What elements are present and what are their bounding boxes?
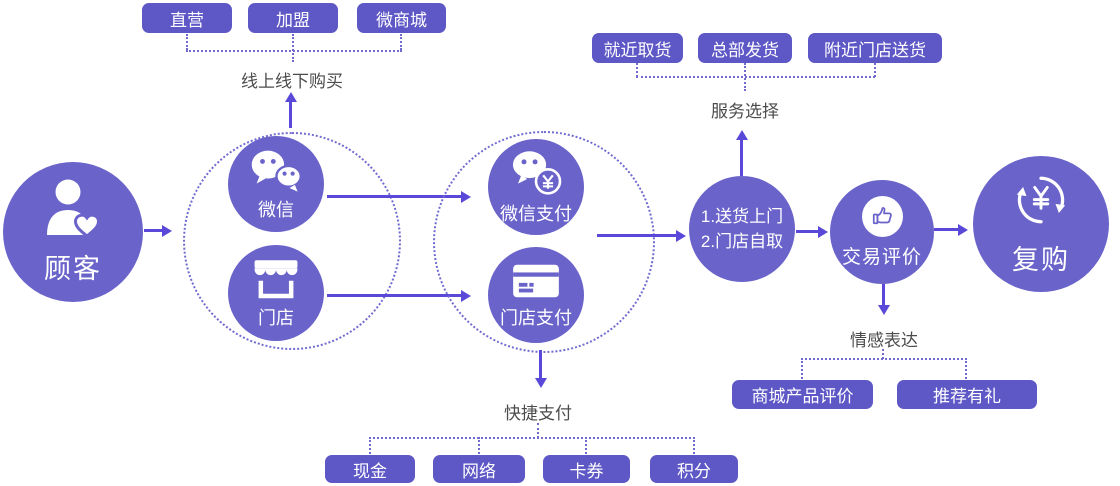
payment-box-online: 网络 [433, 455, 525, 483]
connector-service-horizontal [636, 76, 875, 78]
arrow-service-head [736, 130, 748, 140]
payment-box-cash: 现金 [325, 455, 415, 483]
connector-service-left [636, 63, 638, 77]
channel-box-direct-sales: 直营 [142, 3, 232, 33]
service-box-hq-shipping: 总部发货 [698, 33, 792, 63]
connector-service-right [874, 63, 876, 77]
delivery-options-node: 1.送货上门 2.门店自取 [689, 176, 795, 282]
customer-node: 顾客 [3, 162, 143, 302]
payment-box-cash-label: 现金 [353, 461, 387, 481]
arrow-review-to-repurchase-shaft [934, 228, 958, 231]
channel-box-franchise: 加盟 [248, 3, 338, 33]
wechat-pay-icon [509, 149, 563, 202]
delivery-option-line2: 2.门店自取 [700, 232, 784, 251]
arrow-pay-to-delivery-head [676, 230, 686, 242]
feedback-box-product-review: 商城产品评价 [732, 380, 873, 409]
arrow-channels-head [285, 92, 297, 102]
customer-node-label: 顾客 [44, 254, 102, 284]
connector-payment-1 [369, 437, 371, 454]
bank-card-icon [510, 261, 562, 306]
caption-service-selection: 服务选择 [711, 102, 779, 121]
connector-payment-3 [585, 437, 587, 454]
payment-box-points: 积分 [650, 455, 738, 483]
connector-emotion-left [801, 358, 803, 379]
payment-group-outline [433, 131, 655, 353]
feedback-box-referral-reward-label: 推荐有礼 [933, 387, 1001, 406]
thumbs-up-icon [861, 195, 903, 237]
connector-emotion-horizontal [801, 358, 967, 360]
channel-box-franchise-label: 加盟 [276, 10, 310, 30]
delivery-option-line1: 1.送货上门 [700, 206, 784, 226]
payment-box-online-label: 网络 [462, 461, 496, 481]
wechat-node-label: 微信 [258, 200, 294, 221]
arrow-customer-head [162, 225, 172, 237]
arrow-delivery-to-review-shaft [796, 230, 818, 233]
service-box-nearby-store-delivery: 附近门店送货 [808, 33, 942, 63]
feedback-box-referral-reward: 推荐有礼 [897, 380, 1037, 409]
caption-quick-payment: 快捷支付 [504, 404, 572, 423]
connector-payment-top [537, 423, 539, 438]
person-heart-icon [40, 178, 106, 243]
repurchase-node: 复购 [973, 156, 1109, 292]
arrow-customer-shaft [144, 229, 162, 232]
connector-payment-4 [693, 437, 695, 454]
arrow-quick-payment-head [535, 378, 547, 388]
arrow-delivery-to-review-head [818, 226, 828, 238]
arrow-pay-to-delivery-shaft [597, 234, 676, 237]
arrow-store-to-pay-shaft [327, 294, 461, 297]
arrow-emotion-shaft [882, 284, 885, 306]
caption-online-offline-purchase: 线上线下购买 [241, 72, 343, 91]
store-pay-node-label: 门店支付 [500, 308, 572, 329]
wechat-icon [249, 147, 303, 198]
store-node: 门店 [228, 245, 324, 341]
payment-box-points-label: 积分 [677, 461, 711, 481]
channel-box-micro-mall-label: 微商城 [376, 10, 427, 30]
service-box-nearby-pickup: 就近取货 [592, 33, 683, 63]
connector-channels-right [400, 34, 402, 50]
wechat-pay-node-label: 微信支付 [500, 204, 572, 225]
arrow-emotion-head [878, 305, 890, 315]
arrow-review-to-repurchase-head [958, 224, 968, 236]
payment-box-card-coupon: 卡券 [543, 455, 630, 483]
connector-channels-middle [292, 34, 294, 62]
arrow-service-shaft [740, 139, 743, 176]
arrow-channels-shaft [289, 101, 292, 128]
caption-emotion-expression: 情感表达 [850, 331, 918, 350]
connector-channels-horizontal [186, 50, 402, 52]
review-node: 交易评价 [830, 180, 934, 284]
arrow-wechat-to-pay-shaft [327, 195, 461, 198]
service-box-nearby-store-delivery-label: 附近门店送货 [824, 40, 926, 60]
connector-channels-left [186, 34, 188, 50]
repurchase-node-label: 复购 [1012, 245, 1070, 275]
feedback-box-product-review-label: 商城产品评价 [751, 387, 854, 406]
refresh-yen-icon [1012, 171, 1070, 234]
service-box-hq-shipping-label: 总部发货 [711, 40, 779, 60]
connector-emotion-top [882, 349, 884, 359]
wechat-node: 微信 [228, 136, 324, 232]
wechat-pay-node: 微信支付 [488, 139, 584, 235]
channel-box-direct-sales-label: 直营 [170, 10, 204, 30]
connector-emotion-right [965, 358, 967, 379]
review-node-label: 交易评价 [841, 246, 922, 268]
store-pay-node: 门店支付 [488, 247, 584, 343]
channel-group-outline [183, 132, 401, 350]
storefront-icon [251, 257, 301, 306]
connector-payment-2 [478, 437, 480, 454]
connector-payment-horizontal [369, 437, 695, 439]
channel-box-micro-mall: 微商城 [357, 3, 446, 33]
store-node-label: 门店 [258, 308, 294, 329]
payment-box-card-coupon-label: 卡券 [569, 461, 604, 481]
service-box-nearby-pickup-label: 就近取货 [603, 40, 672, 60]
arrow-quick-payment-shaft [539, 350, 542, 379]
